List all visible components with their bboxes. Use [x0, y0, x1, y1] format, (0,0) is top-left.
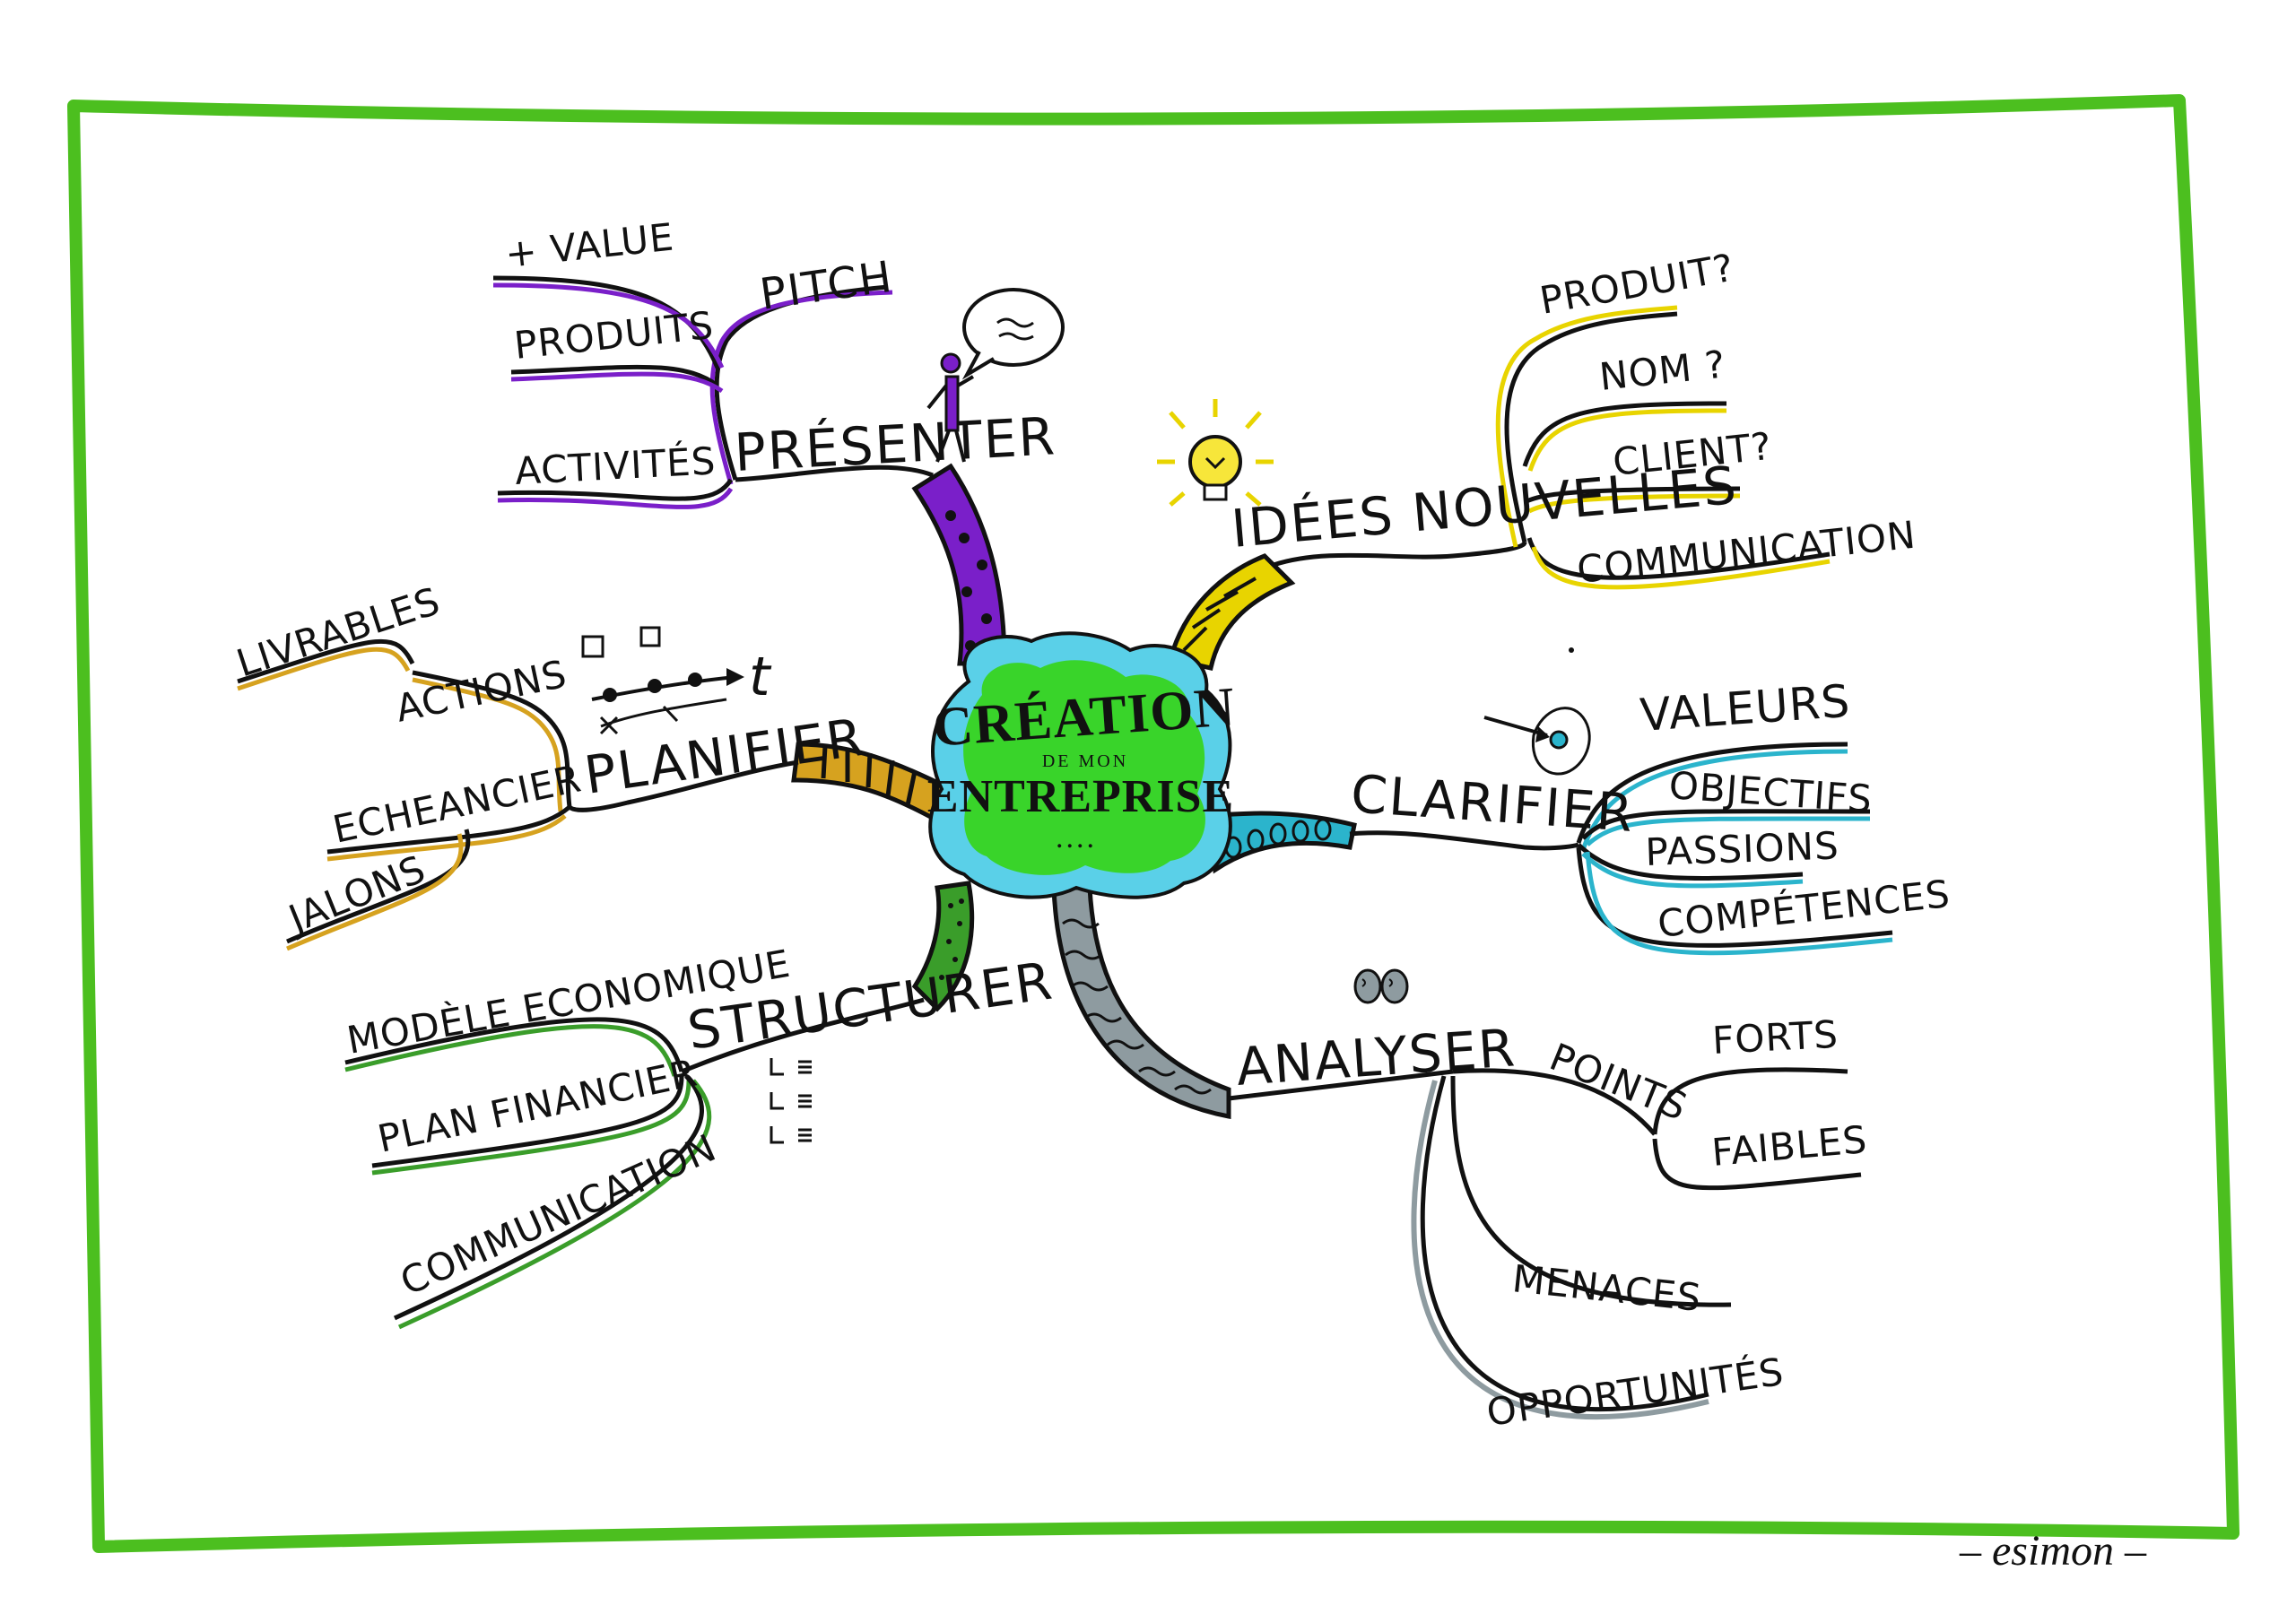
target-icon [1483, 707, 1591, 776]
presenter-trunk-color [709, 290, 893, 485]
planifier-line [568, 759, 799, 812]
lightbulb-icon [1157, 399, 1274, 507]
analyser-line [1228, 1069, 1454, 1101]
planifier-item-livrables: LIVRABLES [231, 578, 446, 685]
branch-presenter: PRÉSENTER PITCH + VALUE PRODUITS ACTIVIT… [492, 214, 1065, 666]
presenter-pitch-label: PITCH [757, 252, 897, 320]
analyser-item-opportunites: OPPORTUNITÉS [1483, 1349, 1787, 1435]
center-node: CRÉATION DE MON ENTREPRISE .... [927, 631, 1237, 899]
idees-item-nom: NOM ? [1597, 342, 1728, 399]
checklist-icon [770, 1058, 812, 1144]
timeline-icon: t [581, 626, 772, 735]
structurer-line [681, 997, 925, 1074]
center-cloud [963, 660, 1205, 875]
analyser-points-label: POINTS [1544, 1035, 1693, 1130]
presenter-label: PRÉSENTER [733, 404, 1057, 483]
analyser-item-faibles: FAIBLES [1710, 1117, 1869, 1175]
branch-clarifier: CLARIFIER VALEURS OBJECTIFS PASSIONS COM… [1208, 675, 1952, 956]
planifier-label: PLANIFIER [580, 707, 868, 806]
signature: – esimon – [1959, 1527, 2147, 1575]
presenter-item-produits: PRODUITS [512, 303, 716, 368]
presenter-root-stem [911, 463, 1007, 666]
center-title-line3: ENTREPRISE [927, 771, 1234, 822]
center-title-line4: .... [1056, 821, 1097, 855]
speech-bubble-person-icon [926, 288, 1065, 463]
presenter-item-activites: ACTIVITÉS [514, 438, 718, 493]
presenter-item-value: + VALUE [503, 214, 676, 275]
idees-line [1273, 542, 1527, 568]
branch-idees: IDÉES NOUVELLES PRODUIT? NOM ? CLIENT? C… [1157, 246, 1918, 671]
structurer-item-communication: COMMUNICATION [394, 1125, 723, 1304]
idees-root-stem [1167, 553, 1296, 671]
branch-structurer: STRUCTURER MODÈLE ECONOMIQUE PLAN FINANC… [344, 881, 1057, 1330]
analyser-item-menaces: MENACES [1510, 1256, 1704, 1320]
branch-planifier: PLANIFIER LIVRABLES ACTIONS ECHEANCIER J… [231, 578, 954, 951]
clarifier-item-valeurs: VALEURS [1639, 675, 1852, 742]
planifier-item-actions: ACTIONS [392, 652, 570, 731]
clarifier-item-competences: COMPÉTENCES [1656, 871, 1952, 946]
analyser-label: ANALYSER [1234, 1017, 1518, 1098]
presenter-line [735, 464, 934, 482]
planifier-item-jalons: JALONS [281, 846, 432, 942]
clarifier-item-passions: PASSIONS [1645, 823, 1840, 874]
stray-dot [1569, 647, 1574, 653]
idees-item-client: CLIENT? [1611, 424, 1774, 484]
analyser-item-forts: FORTS [1711, 1012, 1839, 1063]
branch-analyser: ANALYSER POINTS FORTS FAIBLES MENACES OP… [1051, 885, 1869, 1435]
center-title-line2: DE MON [1042, 751, 1128, 771]
timeline-t-label: t [749, 646, 772, 708]
clarifier-line [1349, 830, 1579, 851]
brain-icon [1353, 968, 1409, 1004]
structurer-root-stem [911, 881, 975, 1012]
frame-border [67, 94, 2239, 1553]
planifier-root-stem [791, 742, 954, 824]
